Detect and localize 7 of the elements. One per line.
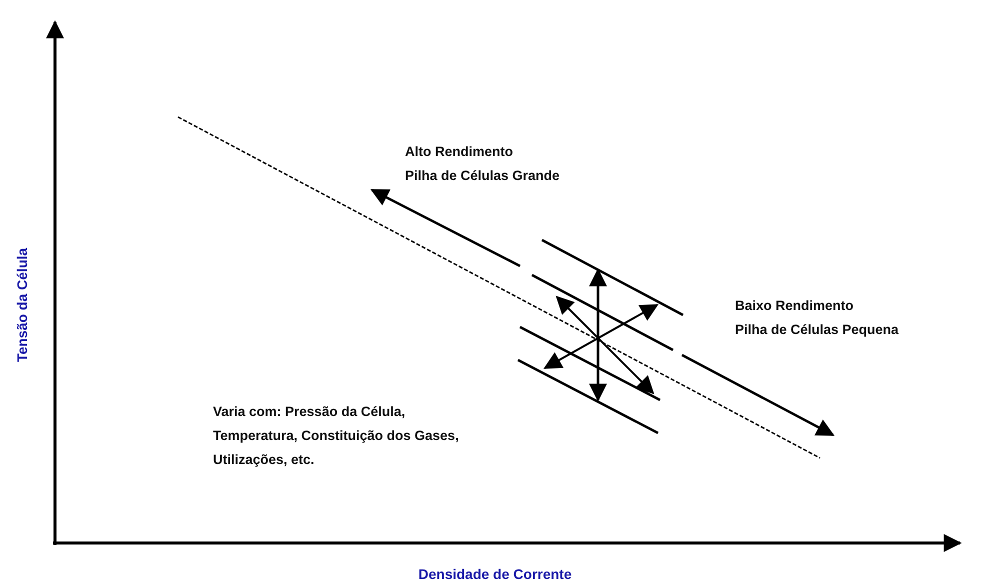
annotation-text: Baixo Rendimento xyxy=(735,297,854,315)
axis-title: Densidade de Corrente xyxy=(418,565,572,584)
annotation-text: Pilha de Células Grande xyxy=(405,167,560,185)
note-text: Varia com: Pressão da Célula, Temperatura, Constituição dos Gases, Utilizações, etc. xyxy=(213,403,460,469)
axis-title: Tensão da Célula xyxy=(13,248,31,362)
annotation-text: Pilha de Células Pequena xyxy=(735,321,899,339)
annotation-text: Alto Rendimento xyxy=(405,143,513,161)
